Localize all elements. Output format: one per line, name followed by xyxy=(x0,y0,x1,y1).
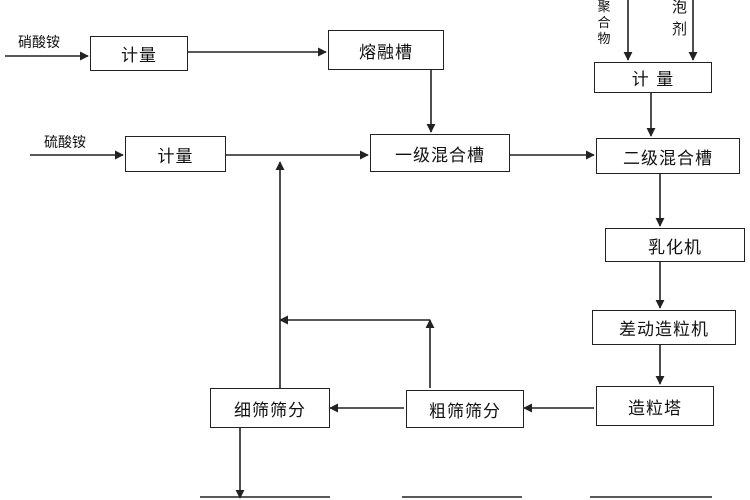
melt-tank-box: 熔融槽 xyxy=(328,30,444,70)
granulator-box: 差动造粒机 xyxy=(592,310,736,345)
input-ammonium-sulfate: 硫酸铵 xyxy=(44,135,86,151)
emulsifier-box: 乳化机 xyxy=(605,228,745,262)
fine-screen-box: 细筛筛分 xyxy=(210,388,330,428)
input-ammonium-nitrate: 硝酸铵 xyxy=(18,35,60,51)
meter-box-2: 计量 xyxy=(125,136,226,172)
input-polymer: 聚合物 xyxy=(597,0,611,47)
coarse-screen-box: 粗筛筛分 xyxy=(406,390,524,428)
prill-tower-box: 造粒塔 xyxy=(596,386,714,426)
mix-tank-1-box: 一级混合槽 xyxy=(370,134,510,172)
meter-box-1: 计量 xyxy=(90,36,188,71)
input-foaming-agent: 泡剂 xyxy=(672,0,688,38)
mix-tank-2-box: 二级混合槽 xyxy=(596,138,740,174)
meter-box-3: 计 量 xyxy=(594,62,712,93)
